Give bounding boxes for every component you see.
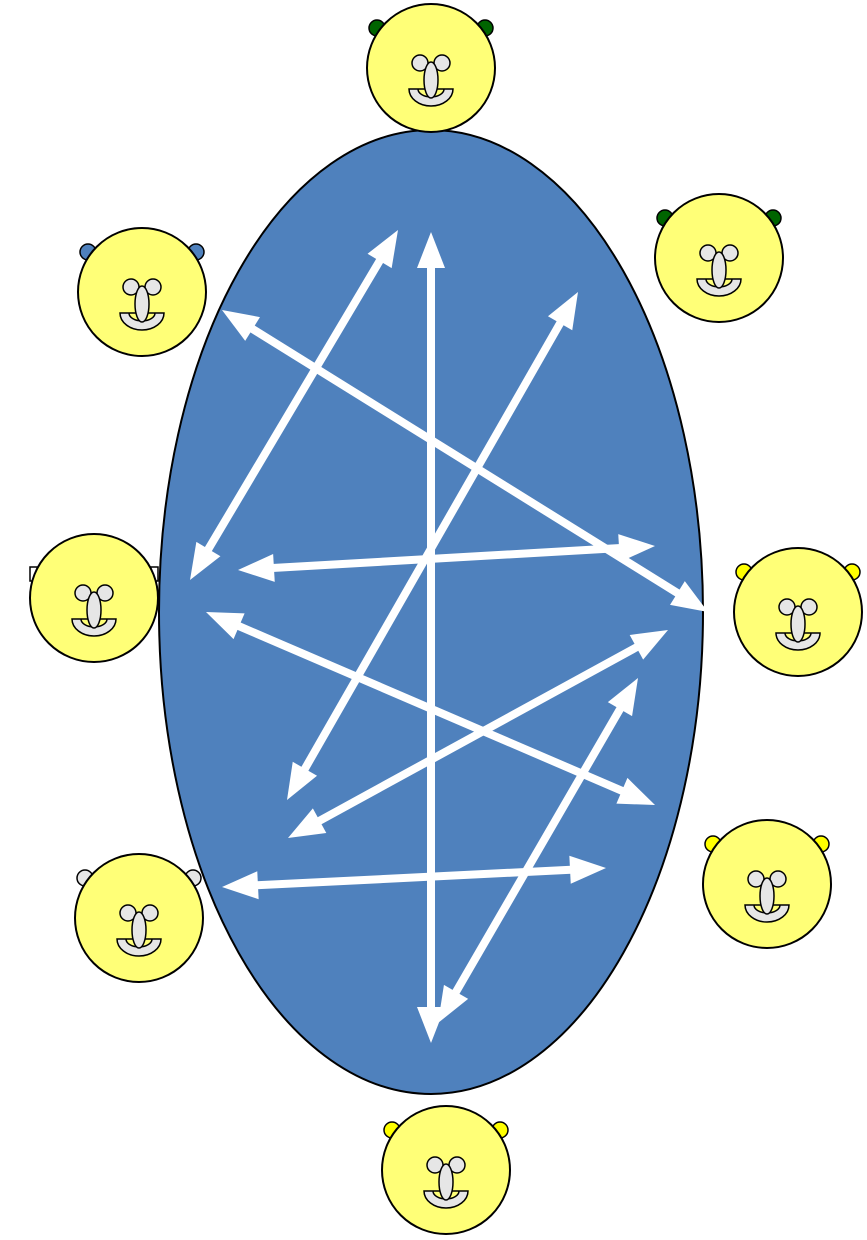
nose-icon (439, 1164, 453, 1200)
nose-icon (135, 286, 149, 322)
nose-icon (87, 592, 101, 628)
face-top (367, 4, 495, 132)
nose-icon (712, 252, 726, 288)
nose-icon (424, 62, 438, 98)
face-right (734, 548, 862, 676)
nose-icon (791, 606, 805, 642)
face-left (30, 534, 158, 662)
face-bottom (382, 1106, 510, 1234)
nose-icon (132, 912, 146, 948)
face-lower-left (75, 854, 203, 982)
face-top-right (655, 194, 783, 322)
face-top-left (78, 228, 206, 356)
nose-icon (760, 878, 774, 914)
face-lower-right (703, 820, 831, 948)
